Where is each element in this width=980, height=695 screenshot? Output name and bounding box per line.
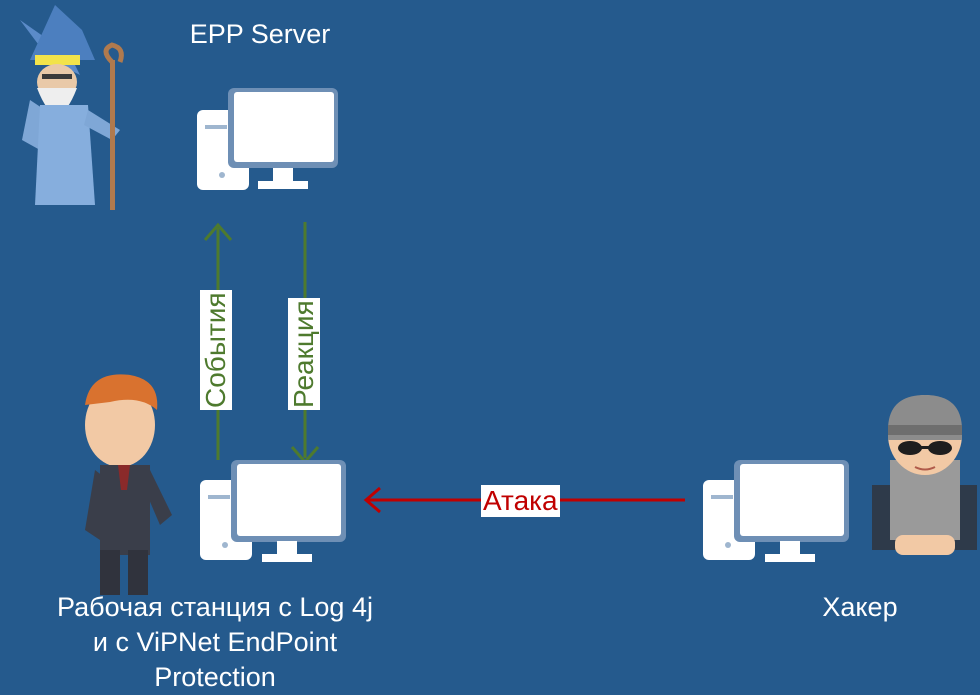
hacker-computer-icon — [703, 460, 849, 562]
hacker-figure — [872, 395, 977, 555]
hacker-label: Хакер — [822, 592, 898, 622]
server-computer-icon — [197, 88, 338, 190]
attack-label: Атака — [481, 485, 560, 517]
events-label: События — [200, 290, 232, 410]
workstation-label: Рабочая станция с Log 4j и с ViPNet EndP… — [5, 590, 425, 695]
workstation-label-line-3: Protection — [154, 662, 276, 693]
businessman-figure — [85, 374, 172, 595]
server-label: EPP Server — [189, 19, 331, 49]
wizard-figure — [20, 5, 124, 210]
workstation-label-line-1: Рабочая станция с Log 4j — [57, 592, 373, 622]
workstation-computer-icon — [200, 460, 346, 562]
workstation-label-line-2: и с ViPNet EndPoint — [92, 627, 338, 658]
reaction-label: Реакция — [288, 298, 320, 410]
